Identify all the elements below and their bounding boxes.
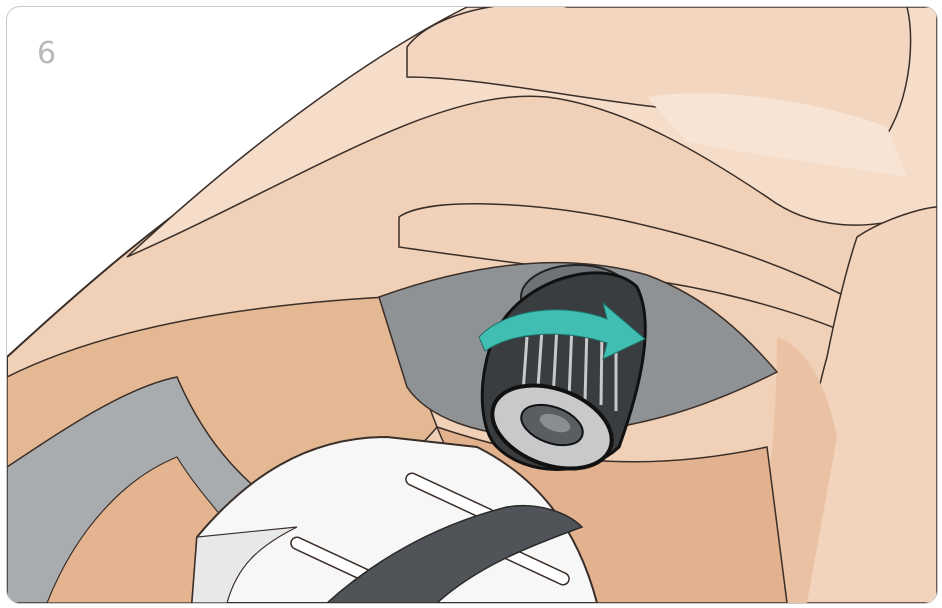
illustration-frame: 6 [6, 6, 938, 604]
manikin-illustration [7, 7, 937, 603]
step-number: 6 [37, 39, 56, 69]
